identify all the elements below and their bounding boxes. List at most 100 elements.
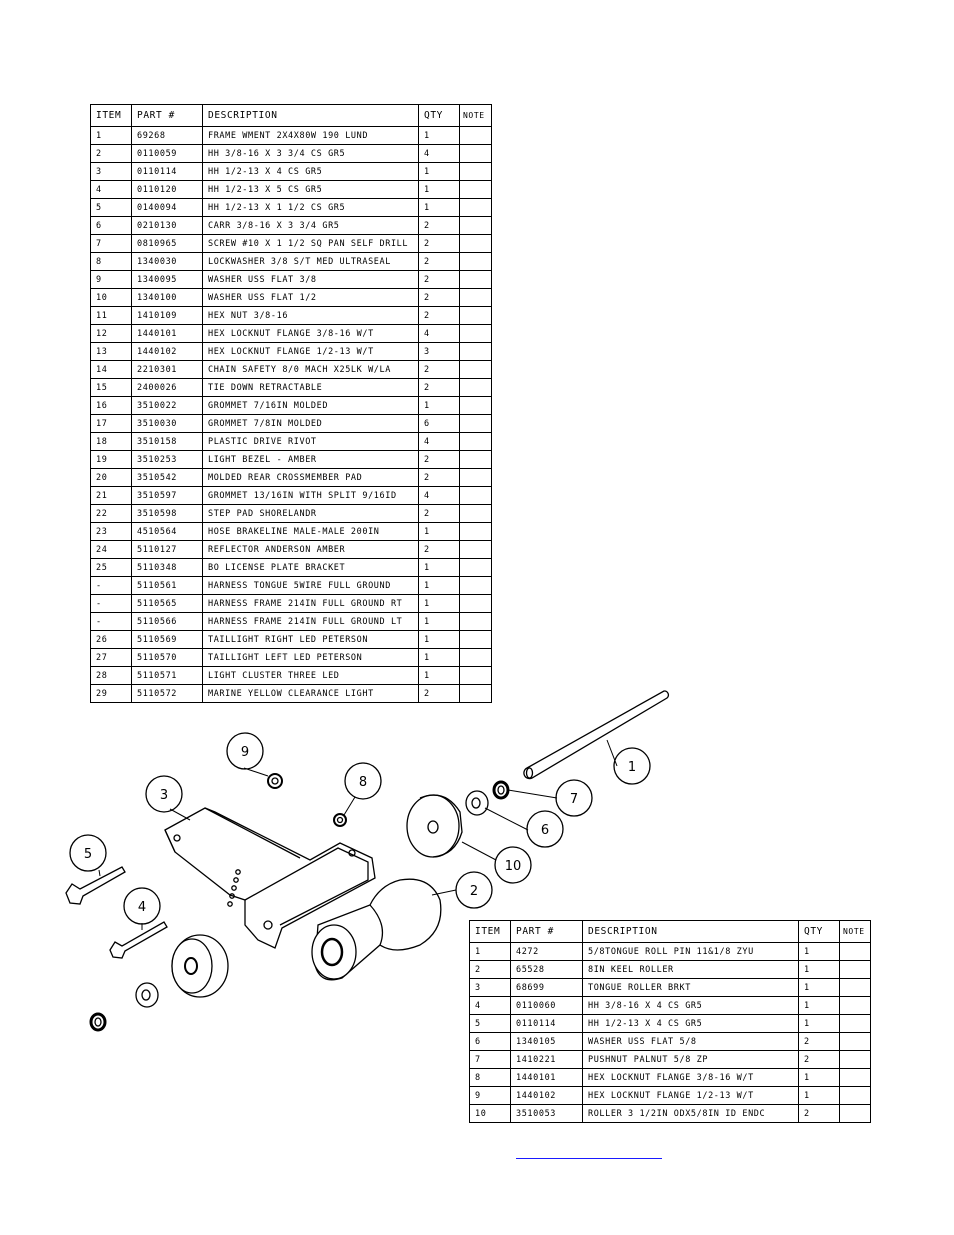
- callout-10: 10: [494, 846, 532, 884]
- cell-item: 29: [90, 684, 132, 703]
- cell-note: [839, 1032, 871, 1051]
- header-qty: QTY: [798, 920, 840, 943]
- svg-text:8: 8: [359, 775, 367, 790]
- cell-note: [839, 1068, 871, 1087]
- cell-part: 3510053: [510, 1104, 583, 1123]
- bolt-part-5: [65, 866, 126, 905]
- cell-description: PUSHNUT PALNUT 5/8 ZP: [582, 1050, 799, 1069]
- cell-item: 10: [469, 1104, 511, 1123]
- cell-description: TONGUE ROLLER BRKT: [582, 978, 799, 997]
- roll-pin-part: [523, 690, 669, 780]
- callout-8: 8: [344, 762, 382, 800]
- svg-text:2: 2: [470, 884, 478, 899]
- pushnut-part: [492, 780, 510, 800]
- pushnut-lower-part: [89, 1012, 107, 1032]
- table-header-row: ITEM PART # DESCRIPTION QTY NOTE: [469, 920, 871, 943]
- roller-lower-part: [171, 934, 229, 998]
- cell-item: 5: [469, 1014, 511, 1033]
- cell-note: [839, 960, 871, 979]
- cell-qty: 1: [798, 960, 840, 979]
- cell-description: HH 3/8-16 X 4 CS GR5: [582, 996, 799, 1015]
- cell-qty: 1: [798, 942, 840, 961]
- cell-note: [839, 978, 871, 997]
- hyperlink-underline[interactable]: [516, 1158, 662, 1159]
- table-header-row: ITEM PART # DESCRIPTION QTY NOTE: [90, 104, 492, 127]
- leader-lines: [98, 739, 618, 930]
- svg-text:3: 3: [160, 788, 168, 803]
- svg-text:6: 6: [541, 823, 549, 838]
- cell-note: [839, 1104, 871, 1123]
- cell-note: [459, 684, 492, 703]
- callout-3: 3: [145, 775, 183, 813]
- cell-item: 2: [469, 960, 511, 979]
- washer-part: [465, 790, 489, 816]
- callout-9: 9: [226, 732, 264, 770]
- header-part: PART #: [510, 920, 583, 943]
- svg-text:1: 1: [628, 760, 636, 775]
- cell-note: [839, 996, 871, 1015]
- cell-item: 3: [469, 978, 511, 997]
- svg-text:7: 7: [570, 792, 578, 807]
- cell-qty: 2: [798, 1032, 840, 1051]
- keel-roller-part: [311, 878, 442, 981]
- cell-part: 1410221: [510, 1050, 583, 1069]
- header-note: NOTE: [459, 104, 492, 127]
- bolt-part-4: [109, 921, 168, 959]
- cell-note: [839, 1014, 871, 1033]
- callout-4: 4: [123, 887, 161, 925]
- cell-description: 8IN KEEL ROLLER: [582, 960, 799, 979]
- roller-upper-part: [406, 794, 463, 858]
- cell-qty: 1: [798, 1068, 840, 1087]
- washer-lower-part: [135, 982, 159, 1008]
- nut-part-8: [333, 813, 347, 827]
- cell-item: 8: [469, 1068, 511, 1087]
- cell-part: 1440101: [510, 1068, 583, 1087]
- cell-part: 0110114: [510, 1014, 583, 1033]
- cell-item: 7: [469, 1050, 511, 1069]
- callout-1: 1: [613, 747, 651, 785]
- callout-6: 6: [526, 810, 564, 848]
- cell-part: 1440102: [510, 1086, 583, 1105]
- svg-text:5: 5: [84, 847, 92, 862]
- cell-note: [839, 1050, 871, 1069]
- cell-part: 5110572: [131, 684, 203, 703]
- cell-part: 4272: [510, 942, 583, 961]
- tongue-roller-bracket: [164, 807, 376, 949]
- cell-description: HH 1/2-13 X 4 CS GR5: [582, 1014, 799, 1033]
- cell-qty: 2: [798, 1050, 840, 1069]
- cell-qty: 1: [798, 996, 840, 1015]
- cell-qty: 1: [798, 978, 840, 997]
- cell-description: 5/8TONGUE ROLL PIN 11&1/8 ZYU: [582, 942, 799, 961]
- cell-qty: 2: [798, 1104, 840, 1123]
- svg-text:4: 4: [138, 900, 146, 915]
- cell-part: 68699: [510, 978, 583, 997]
